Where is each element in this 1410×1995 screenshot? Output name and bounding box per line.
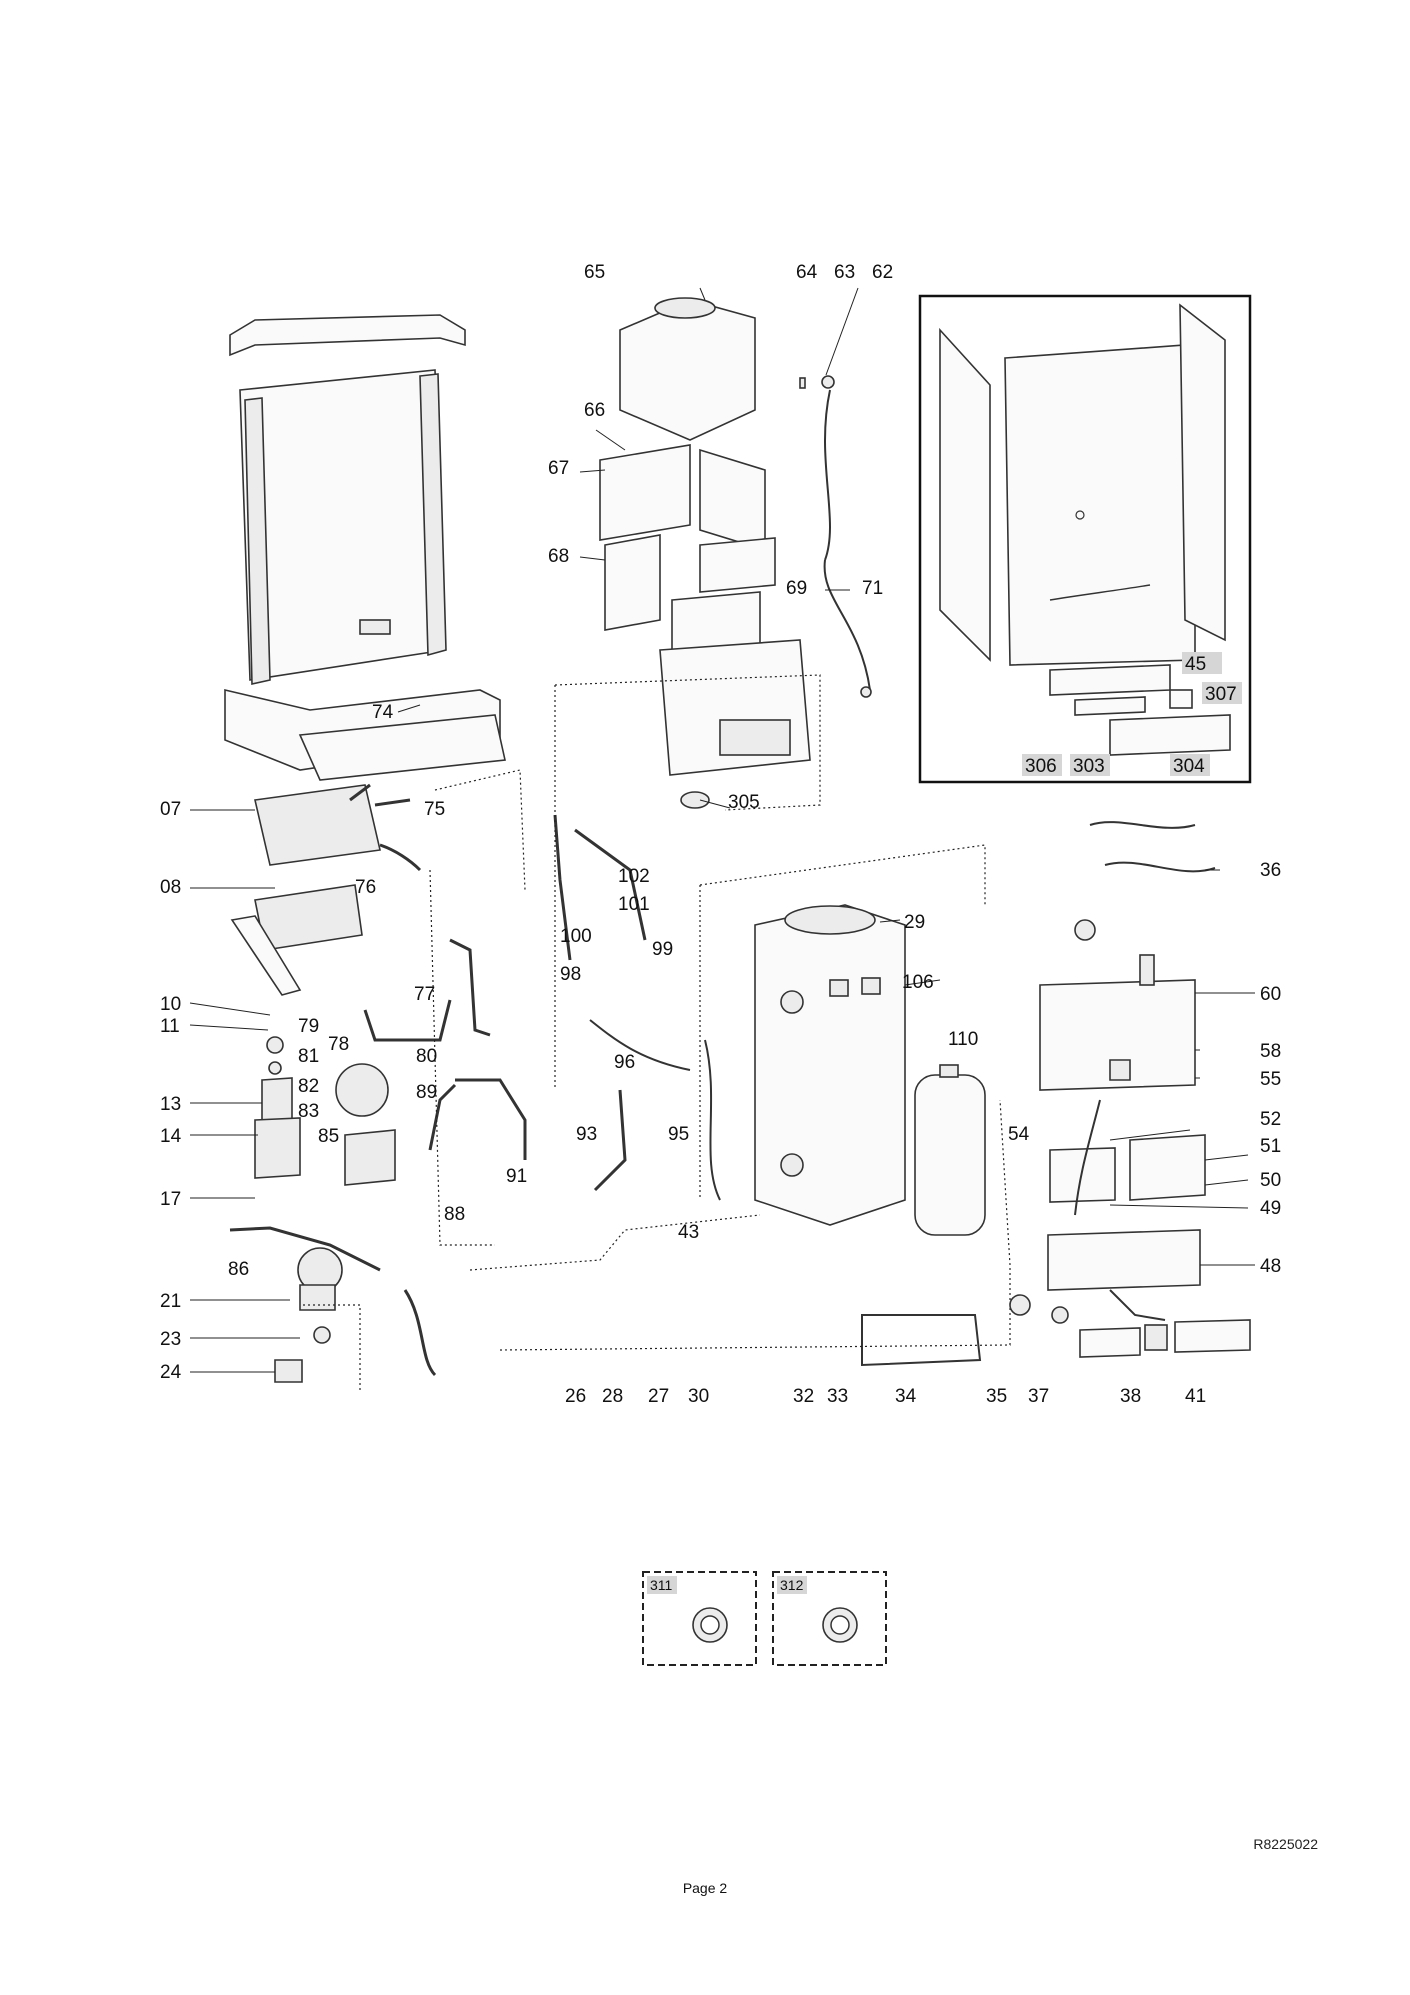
callout-69: 69 [786,578,807,599]
callout-82: 82 [298,1076,319,1097]
callout-38: 37 [1028,1386,1049,1407]
callout-48: 49 [1260,1198,1281,1219]
callout-103: 305 [728,792,760,813]
chassis-frame [224,314,506,781]
callout-35: 34 [895,1386,917,1407]
callout-77: 77 [414,984,435,1005]
callout-17: 17 [160,1189,181,1210]
leader-lines [189,287,1255,1373]
callout-65: 65 [584,262,605,283]
page-number: Page 2 [682,1880,728,1896]
callout-86: 86 [228,1259,249,1280]
callout-26: 26 [565,1386,586,1407]
callout-51: 52 [1260,1109,1281,1130]
callout-89: 89 [416,1082,437,1103]
callout-50: 51 [1260,1136,1281,1157]
callout-33: 33 [827,1386,848,1407]
callout-106: 29 [904,912,925,933]
callout-08: 08 [160,877,181,898]
callout-99: 99 [652,939,673,960]
casing-inset [918,294,1252,784]
callout-68: 68 [548,546,569,567]
wiring-harness [1074,821,1216,1216]
callout-100: 100 [560,926,592,947]
callout-24: 24 [160,1362,182,1383]
callout-10: 10 [160,994,181,1015]
callout-43: 41 [1185,1386,1206,1407]
callout-07: 07 [160,799,181,820]
callout-60: 36 [1260,860,1281,881]
sensor-leads [799,375,872,698]
callout-49: 50 [1260,1170,1281,1191]
control-box [1009,919,1251,1358]
callout-85: 85 [318,1126,339,1147]
callout-36: 110 [948,1029,978,1050]
callout-37: 35 [986,1386,1007,1407]
callout-307: 45 [1185,654,1206,675]
callout-45: 48 [1260,1256,1281,1277]
callout-62: 62 [872,262,893,283]
callout-81: 81 [298,1046,319,1067]
callout-54: 55 [1260,1069,1281,1090]
callout-95: 95 [668,1124,689,1145]
callout-29: 43 [678,1222,699,1243]
callout-79: 79 [298,1016,319,1037]
variant-311-label: 311 [650,1577,673,1593]
callout-306: 307 [1205,684,1237,705]
callout-110: 106 [902,972,934,993]
callout-63: 63 [834,262,855,283]
callout-101: 101 [618,894,650,915]
callout-93: 93 [576,1124,597,1145]
expansion-vessel [914,1064,986,1236]
callout-67: 67 [548,458,569,479]
cylinder [754,904,906,1226]
callout-303: 306 [1025,756,1057,777]
callout-71: 71 [862,578,883,599]
callout-305: 304 [1173,756,1205,777]
callout-23: 23 [160,1329,181,1350]
callout-78: 78 [328,1034,349,1055]
callout-64: 64 [796,262,818,283]
callout-55: 58 [1260,1041,1281,1062]
pipework [363,798,982,1367]
callout-75: 75 [424,799,445,820]
callout-66: 66 [584,400,605,421]
callout-21: 21 [160,1291,181,1312]
callout-28: 28 [602,1386,623,1407]
callout-80: 80 [416,1046,437,1067]
callout-74: 74 [372,702,394,723]
drawing-reference: R8225022 [1253,1836,1318,1852]
combustion-chamber-assembly [599,297,811,809]
callout-83: 83 [298,1101,319,1122]
hydraulic-group [229,783,437,1383]
callout-58: 60 [1260,984,1281,1005]
callout-88: 88 [444,1204,465,1225]
variant-boxes: 311 312 [642,1571,887,1666]
callout-labels: 65 64 63 62 66 67 68 69 71 74 75 07 08 7… [160,262,1281,1407]
variant-312-label: 312 [780,1577,804,1593]
callout-304: 303 [1073,756,1105,777]
callout-11: 11 [160,1016,180,1037]
callout-98: 98 [560,964,581,985]
callout-32: 32 [793,1386,814,1407]
callout-30: 30 [688,1386,709,1407]
callout-27: 27 [648,1386,669,1407]
callout-52: 54 [1008,1124,1030,1145]
callout-102: 102 [618,866,650,887]
callout-91: 91 [506,1166,527,1187]
callout-96: 96 [614,1052,635,1073]
callout-76: 76 [355,877,376,898]
callout-13: 13 [160,1094,181,1115]
callout-14: 14 [160,1126,182,1147]
callout-41: 38 [1120,1386,1141,1407]
